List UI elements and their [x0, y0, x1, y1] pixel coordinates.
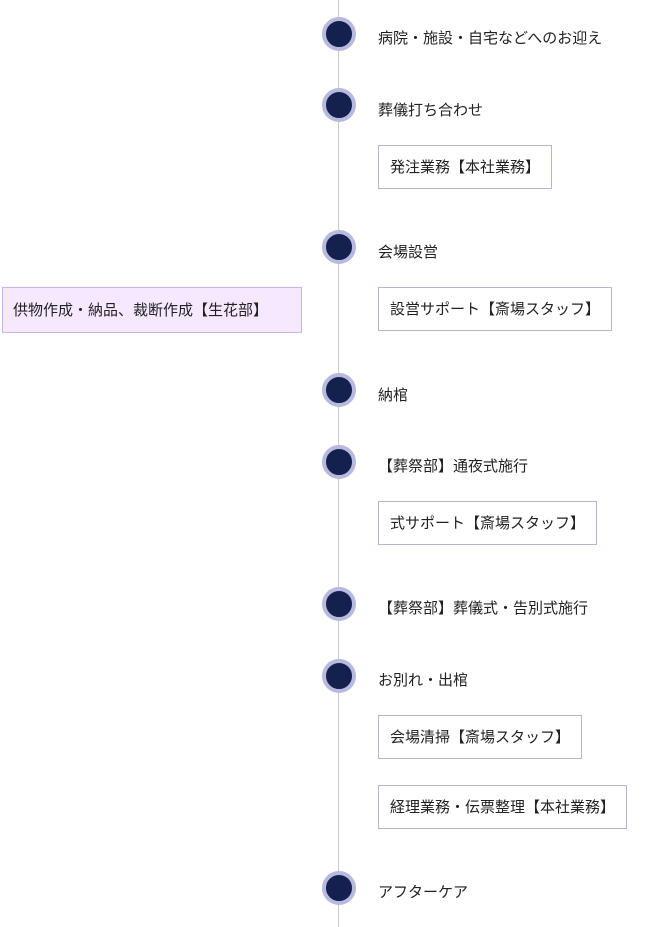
- timeline-dot: [322, 230, 356, 264]
- timeline-dot: [322, 871, 356, 905]
- timeline-dot: [322, 587, 356, 621]
- task-box-ordering: 発注業務【本社業務】: [378, 145, 553, 189]
- task-box-accounting: 経理業務・伝票整理【本社業務】: [378, 785, 628, 829]
- timeline-dot: [322, 373, 356, 407]
- step-label-farewell: お別れ・出棺: [378, 671, 469, 689]
- task-box-cleaning: 会場清掃【斎場スタッフ】: [378, 715, 583, 759]
- step-label-venue-setup: 会場設営: [378, 243, 439, 261]
- timeline-dot: [322, 445, 356, 479]
- side-task-box-flowers: 供物作成・納品、裁断作成【生花部】: [2, 287, 302, 333]
- step-label-wake: 【葬祭部】通夜式施行: [378, 457, 529, 475]
- step-label-planning: 葬儀打ち合わせ: [378, 101, 484, 119]
- task-box-ceremony-support: 式サポート【斎場スタッフ】: [378, 501, 598, 545]
- step-label-funeral: 【葬祭部】葬儀式・告別式施行: [378, 599, 589, 617]
- timeline-dot: [322, 659, 356, 693]
- step-label-aftercare: アフターケア: [378, 883, 469, 901]
- step-label-encoffining: 納棺: [378, 386, 409, 404]
- timeline-dot: [322, 88, 356, 122]
- step-label-pickup: 病院・施設・自宅などへのお迎え: [378, 29, 603, 47]
- task-box-setup-support: 設営サポート【斎場スタッフ】: [378, 287, 613, 331]
- timeline-dot: [322, 17, 356, 51]
